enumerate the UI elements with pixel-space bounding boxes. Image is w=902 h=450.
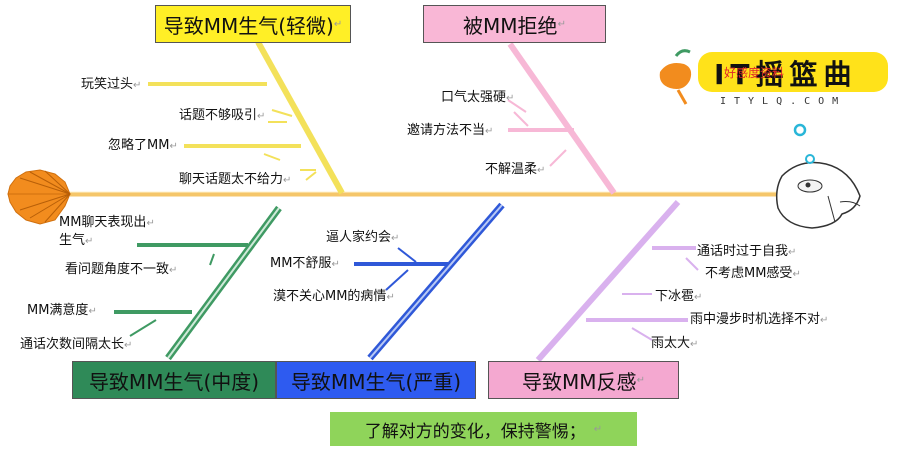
category-box-bottom-right: 导致MM反感 ↵ xyxy=(488,361,679,399)
fish-tail xyxy=(7,169,71,225)
category-title: 导致MM生气(轻微) xyxy=(163,13,334,38)
cause-label: MM聊天表现出↵ xyxy=(59,215,155,230)
cause-label: 通话次数间隔太长↵ xyxy=(20,337,133,352)
category-box-top-right: 被MM拒绝 ↵ xyxy=(423,5,606,43)
conclusion-box: 了解对方的变化，保持警惕； ↵ xyxy=(330,412,637,446)
paragraph-mark: ↵ xyxy=(593,423,603,435)
category-box-top-left: 导致MM生气(轻微) ↵ xyxy=(155,5,351,43)
cause-label: 生气↵ xyxy=(59,233,94,248)
paragraph-mark: ↵ xyxy=(557,18,566,30)
cause-label: 雨太大↵ xyxy=(651,336,699,351)
cause-label: MM不舒服↵ xyxy=(270,256,340,271)
cause-label: 忽略了MM↵ xyxy=(108,138,178,153)
cause-label: 不考虑MM感受↵ xyxy=(705,266,801,281)
cause-label: 聊天话题太不给力↵ xyxy=(179,172,292,187)
paragraph-mark: ↵ xyxy=(636,374,645,386)
fish-head xyxy=(775,123,861,229)
category-box-bottom-left: 导致MM生气(中度) xyxy=(72,361,276,399)
cause-label: 逼人家约会↵ xyxy=(326,230,400,245)
category-title: 导致MM生气(严重) xyxy=(290,369,462,394)
logo-tagline: 好感度资料 xyxy=(724,65,784,80)
bone-bottom-right xyxy=(535,200,681,362)
cause-label: 不解温柔↵ xyxy=(485,162,546,177)
bone-top-right xyxy=(507,42,617,195)
logo-sub-text: ITYLQ.COM xyxy=(720,96,846,107)
category-box-bottom-middle: 导致MM生气(严重) xyxy=(276,361,476,399)
cause-label: 话题不够吸引↵ xyxy=(179,108,266,123)
cause-label: 玩笑过头↵ xyxy=(81,77,142,92)
site-logo: IT摇篮曲 好感度资料 ITYLQ.COM xyxy=(654,42,902,112)
category-title: 导致MM生气(中度) xyxy=(88,369,260,394)
logo-main-text: IT摇篮曲 xyxy=(714,58,858,91)
conclusion-text: 了解对方的变化，保持警惕； xyxy=(364,421,586,442)
cause-label: 下冰雹↵ xyxy=(655,289,703,304)
bone-top-left xyxy=(255,40,345,195)
cause-label: 口气太强硬↵ xyxy=(441,90,515,105)
category-title: 导致MM反感 xyxy=(522,369,637,394)
cause-label: 看问题角度不一致↵ xyxy=(65,262,178,277)
category-title: 被MM拒绝 xyxy=(463,13,558,38)
paragraph-mark: ↵ xyxy=(333,18,343,30)
cause-label: 漠不关心MM的病情↵ xyxy=(273,289,395,304)
cause-label: 雨中漫步时机选择不对↵ xyxy=(690,312,829,327)
cause-label: 通话时过于自我↵ xyxy=(697,244,797,259)
cause-label: 邀请方法不当↵ xyxy=(407,123,494,138)
cause-label: MM满意度↵ xyxy=(27,303,97,318)
